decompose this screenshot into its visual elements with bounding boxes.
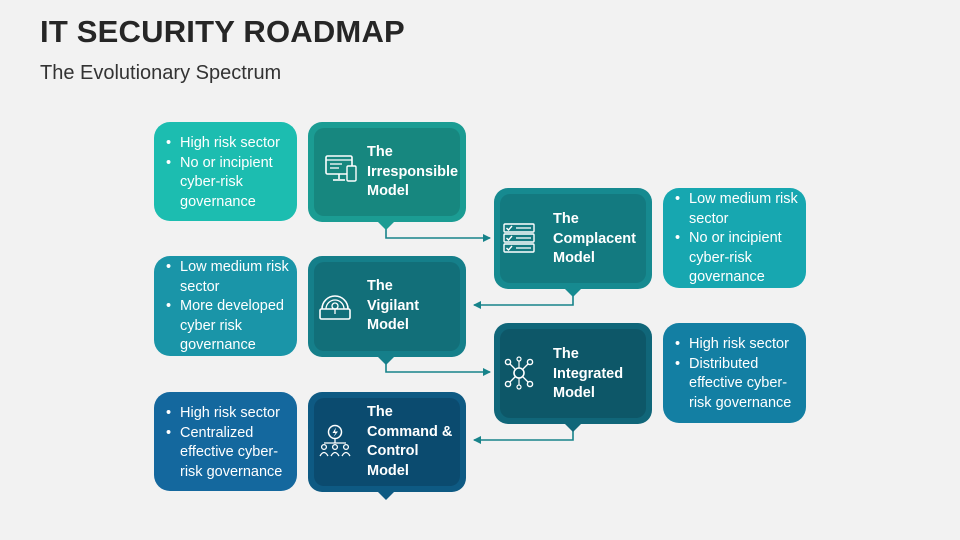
model-inner (314, 398, 460, 486)
pointer-complacent (564, 288, 582, 297)
connector-1-2 (385, 229, 491, 242)
connector-2-3 (473, 296, 574, 309)
bullet-item: No or incipient cyber-risk governance (166, 154, 297, 213)
info-box-integrated: High risk sector Distributed effective c… (663, 323, 806, 423)
bullet-item: More developed cyber risk governance (166, 297, 297, 356)
computer-checklist-icon (325, 155, 357, 182)
bullet-item: Centralized effective cyber-risk governa… (166, 424, 297, 483)
bullet-item: High risk sector (675, 335, 806, 355)
connector-4-5 (473, 431, 574, 444)
checklist-icon (503, 223, 535, 253)
team-lightning-icon (319, 424, 351, 457)
page-title: IT SECURITY ROADMAP (40, 14, 405, 49)
bullet-list: Low medium risk sector No or incipient c… (663, 190, 806, 288)
network-hub-icon (504, 356, 534, 390)
pointer-integrated (564, 423, 582, 432)
page-subtitle: The Evolutionary Spectrum (40, 62, 282, 84)
bullet-item: High risk sector (166, 134, 297, 154)
pointer-vigilant (377, 356, 395, 365)
pointer-irresponsible (377, 221, 395, 230)
info-box-irresponsible: High risk sector No or incipient cyber-r… (154, 122, 297, 221)
bullet-list: High risk sector Centralized effective c… (154, 404, 297, 482)
model-inner (314, 128, 460, 216)
bullet-item: Low medium risk sector (166, 258, 297, 297)
info-box-vigilant: Low medium risk sector More developed cy… (154, 256, 297, 356)
bullet-item: No or incipient cyber-risk governance (675, 229, 806, 288)
bullet-item: High risk sector (166, 404, 297, 424)
bullet-list: Low medium risk sector More developed cy… (154, 258, 297, 356)
safe-vault-icon (319, 295, 351, 320)
connector-3-4 (385, 363, 491, 376)
bullet-list: High risk sector No or incipient cyber-r… (154, 134, 297, 212)
bullet-item: Distributed effective cyber-risk governa… (675, 355, 806, 414)
bullet-list: High risk sector Distributed effective c… (663, 335, 806, 413)
pointer-command-control (377, 491, 395, 500)
info-box-complacent: Low medium risk sector No or incipient c… (663, 188, 806, 288)
bullet-item: Low medium risk sector (675, 190, 806, 229)
info-box-command-control: High risk sector Centralized effective c… (154, 392, 297, 491)
